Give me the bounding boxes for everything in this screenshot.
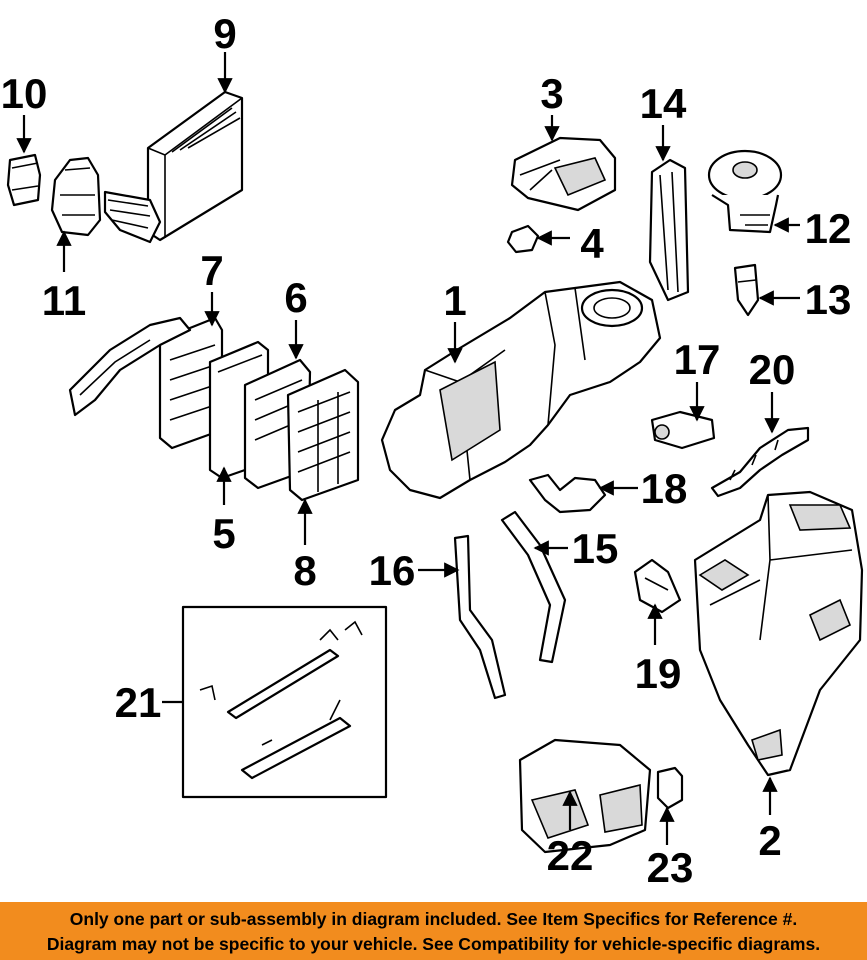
part-21-linkage-kit bbox=[181, 605, 388, 799]
part-9-evaporator-core bbox=[103, 90, 244, 244]
part-7-heater-core bbox=[68, 316, 224, 450]
disclaimer-line-1: Only one part or sub-assembly in diagram… bbox=[69, 909, 798, 929]
part-3-cover bbox=[510, 136, 617, 212]
callout-1: 1 bbox=[443, 277, 466, 324]
disclaimer-banner: Only one part or sub-assembly in diagram… bbox=[0, 902, 867, 960]
callout-18: 18 bbox=[641, 465, 688, 512]
leader-lines bbox=[16, 52, 800, 845]
callout-4: 4 bbox=[580, 220, 604, 267]
callout-23: 23 bbox=[647, 844, 694, 891]
callout-11: 11 bbox=[42, 277, 86, 324]
callout-8: 8 bbox=[293, 547, 316, 594]
callout-14: 14 bbox=[640, 80, 687, 127]
callout-6: 6 bbox=[284, 274, 307, 321]
callout-10: 10 bbox=[1, 70, 48, 117]
part-23-cap bbox=[656, 766, 684, 810]
callout-15: 15 bbox=[572, 525, 619, 572]
part-16-duct bbox=[453, 534, 507, 700]
part-22-outlet-duct bbox=[518, 738, 652, 854]
part-20-bracket bbox=[710, 426, 810, 498]
part-8-core-assembly bbox=[286, 368, 360, 502]
callout-9: 9 bbox=[213, 10, 236, 57]
part-17-actuator bbox=[650, 410, 716, 450]
part-11-expansion-valve bbox=[50, 156, 102, 237]
callout-20: 20 bbox=[749, 346, 796, 393]
callout-21: 21 bbox=[115, 679, 162, 726]
callout-3: 3 bbox=[540, 70, 563, 117]
part-2-housing bbox=[693, 490, 864, 777]
part-19-motor bbox=[633, 558, 682, 614]
callout-5: 5 bbox=[212, 510, 235, 557]
part-10-sensor bbox=[6, 153, 42, 207]
part-18-hose bbox=[528, 473, 607, 514]
part-12-blower-motor bbox=[707, 149, 783, 234]
parts-diagram: 9 10 11 3 4 14 12 13 1 7 6 5 8 17 20 18 … bbox=[1, 10, 864, 891]
callout-22: 22 bbox=[547, 832, 594, 879]
callout-7: 7 bbox=[200, 247, 223, 294]
callout-12: 12 bbox=[805, 205, 852, 252]
part-14-filter bbox=[648, 158, 690, 302]
part-15-duct bbox=[500, 510, 567, 664]
callout-17: 17 bbox=[674, 336, 721, 383]
disclaimer-line-2: Diagram may not be specific to your vehi… bbox=[46, 934, 821, 954]
callout-2: 2 bbox=[758, 817, 781, 864]
part-13-resistor bbox=[733, 263, 760, 317]
callout-16: 16 bbox=[369, 547, 416, 594]
part-4-fastener bbox=[506, 224, 540, 254]
callout-13: 13 bbox=[805, 276, 852, 323]
part-1-main-case bbox=[380, 280, 662, 500]
callout-19: 19 bbox=[635, 650, 682, 697]
